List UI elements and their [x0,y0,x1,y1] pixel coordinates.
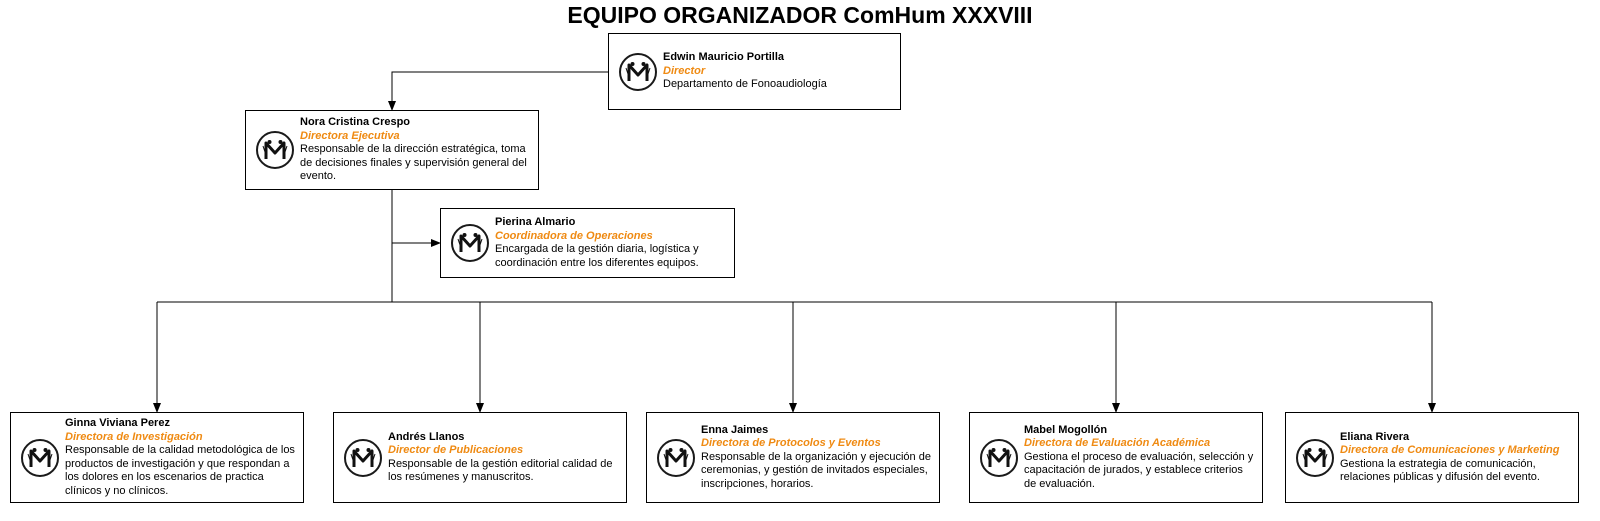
node-role: Directora Ejecutiva [300,129,400,142]
node-description: Encargada de la gestión diaria, logístic… [495,243,699,269]
node-name: Pierina Almario [495,216,576,228]
node-publicaciones: Andrés Llanos Director de Publicaciones … [333,412,627,503]
node-description: Gestiona la estrategia de comunicación, … [1340,457,1540,484]
node-investigacion: Ginna Viviana Perez Directora de Investi… [10,412,304,503]
node-role: Directora de Protocolos y Eventos [701,437,881,450]
team-logo-icon [21,438,59,477]
team-logo-icon [657,438,695,477]
team-logo-icon [1296,438,1334,477]
node-name: Enna Jaimes [701,423,769,436]
node-role: Director [663,64,706,77]
node-description: Responsable de la dirección estratégica,… [300,143,527,183]
node-ejecutiva: Nora Cristina Crespo Directora Ejecutiva… [245,110,539,190]
team-logo-icon [451,224,489,262]
node-description: Responsable de la calidad metodológica d… [65,444,295,497]
node-description: Responsable de la organización y ejecuci… [701,450,931,490]
node-role: Directora de Evaluación Académica [1024,437,1211,450]
team-logo-icon [980,438,1018,477]
edge-director-to-ejecutiva [388,71,608,111]
node-director: Edwin Mauricio Portilla Director Departa… [608,33,901,110]
node-role: Directora de Investigación [65,430,203,443]
node-description: Departamento de Fonoaudiología [663,78,827,91]
node-description: Responsable de la gestión editorial cali… [388,457,613,484]
node-name: Nora Cristina Crespo [300,116,411,129]
node-description: Gestiona el proceso de evaluación, selec… [1024,450,1254,490]
node-evaluacion: Mabel Mogollón Directora de Evaluación A… [969,412,1263,503]
team-logo-icon [619,52,657,91]
node-operaciones: Pierina Almario Coordinadora de Operacio… [440,208,735,278]
node-comunicaciones: Eliana Rivera Directora de Comunicacione… [1285,412,1579,503]
node-name: Mabel Mogollón [1024,423,1108,436]
node-name: Eliana Rivera [1340,430,1410,443]
node-role: Directora de Comunicaciones y Marketing [1340,444,1560,456]
team-logo-icon [256,131,294,169]
node-role: Coordinadora de Operaciones [495,229,653,242]
node-name: Ginna Viviana Perez [65,417,170,429]
node-role: Director de Publicaciones [388,444,524,456]
team-logo-icon [344,438,382,477]
node-name: Edwin Mauricio Portilla [663,51,785,64]
node-name: Andrés Llanos [388,430,465,443]
node-protocolos: Enna Jaimes Directora de Protocolos y Ev… [646,412,940,503]
page-title: EQUIPO ORGANIZADOR ComHum XXXVIII [567,2,1033,28]
